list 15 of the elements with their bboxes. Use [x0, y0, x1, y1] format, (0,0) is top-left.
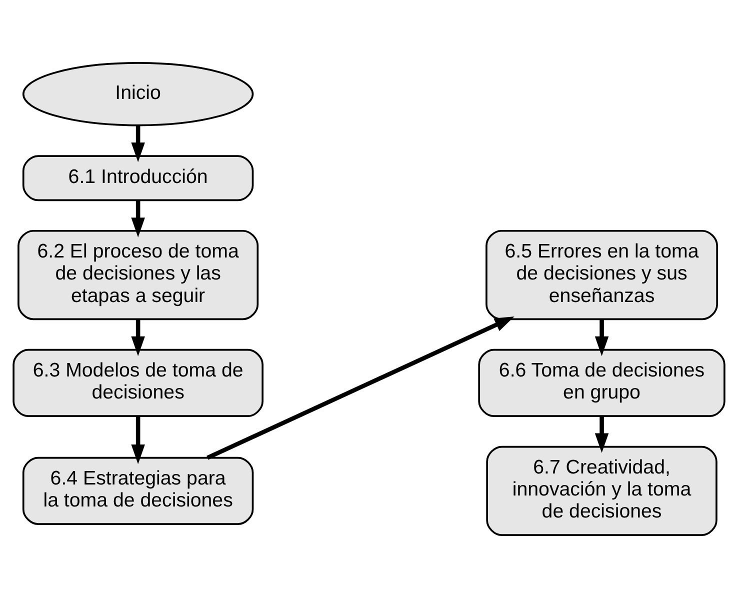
node-box: 6.1 Introducción [22, 155, 254, 202]
arrow [131, 416, 145, 464]
arrow [594, 416, 609, 453]
node-box: 6.2 El proceso de toma de decisiones y las etapas a seguir [18, 230, 259, 320]
node-box: 6.3 Modelos de toma de decisiones [12, 348, 264, 418]
arrow [206, 316, 514, 460]
node-ellipse: Inicio [22, 62, 254, 126]
node-box: 6.6 Toma de decisiones en grupo [478, 348, 726, 418]
arrow [594, 320, 609, 356]
arrow [131, 200, 145, 238]
arrow [131, 320, 145, 356]
node-box: 6.7 Creatividad, innovación y la toma de decisiones [486, 446, 718, 536]
node-box: 6.4 Estrategias para la toma de decisiones [22, 456, 254, 525]
arrow [131, 126, 145, 162]
node-box: 6.5 Errores en la toma de decisiones y sus enseñanzas [486, 230, 718, 320]
